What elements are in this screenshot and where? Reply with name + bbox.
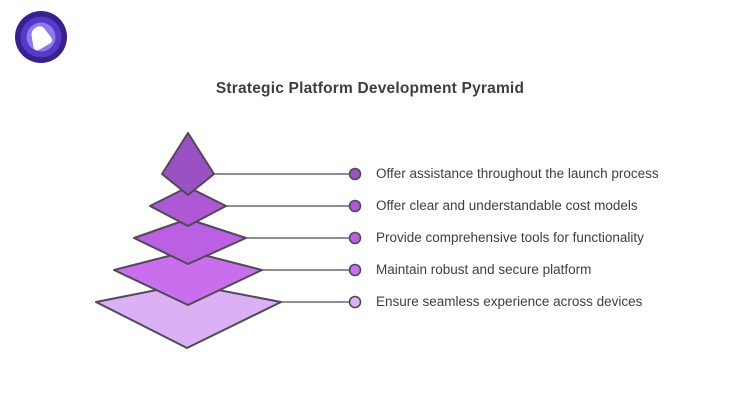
- pyramid-layer-3: [133, 218, 247, 265]
- pyramid-layer-2: [149, 186, 227, 227]
- connector-dot-5: [348, 295, 362, 309]
- layer-label-4: Maintain robust and secure platform: [376, 262, 592, 277]
- layer-label-5: Ensure seamless experience across device…: [376, 294, 643, 309]
- layer-label-1: Offer assistance throughout the launch p…: [376, 166, 659, 181]
- connector-dot-1: [348, 167, 362, 181]
- layer-label-3: Provide comprehensive tools for function…: [376, 230, 644, 245]
- pyramid-layer-4: [113, 250, 263, 306]
- page-title: Strategic Platform Development Pyramid: [215, 80, 525, 97]
- logo-blob-icon: [31, 26, 53, 51]
- connector-dot-4: [348, 263, 362, 277]
- pyramid-layers: [95, 132, 282, 349]
- pyramid-layer-1: [161, 132, 215, 196]
- connector-dot-2: [348, 199, 362, 213]
- connector-dot-3: [348, 231, 362, 245]
- connector-lines: [214, 173, 355, 303]
- app-logo: [15, 11, 67, 63]
- layer-label-2: Offer clear and understandable cost mode…: [376, 198, 638, 213]
- pyramid-layer-5: [95, 283, 282, 349]
- connector-dots: [348, 167, 362, 309]
